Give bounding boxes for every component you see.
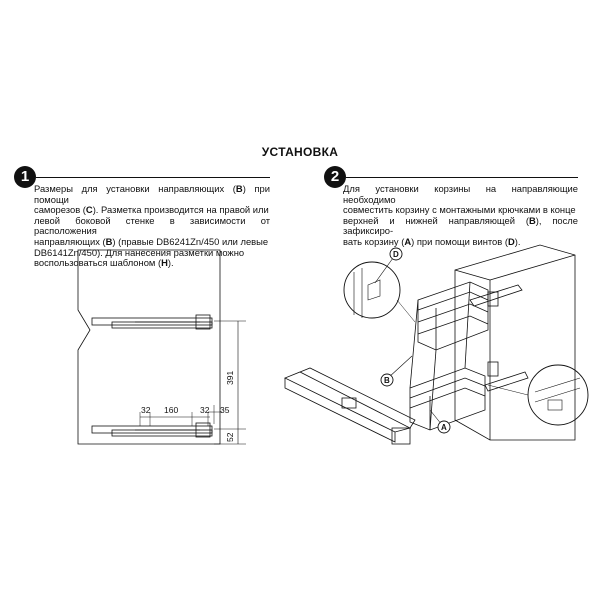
dimension-52: 52 (225, 432, 235, 442)
step-1-line-1: Размеры для установки направляющих (B) п… (34, 183, 270, 205)
step-2-badge: 2 (324, 166, 346, 188)
step-1-text: Размеры для установки направляющих (B) п… (34, 183, 270, 269)
step-1-line-6: воспользоваться шаблоном (H). (34, 257, 174, 269)
step-1-line-5: DB6141Zn/450). Для нанесения разметки мо… (34, 246, 245, 258)
side-wall-drawing (77, 249, 246, 445)
step-2-underline (346, 177, 578, 178)
dimension-32-left: 32 (141, 405, 151, 415)
step-1-line-3: левой боковой стенке в зависимости от ра… (34, 214, 270, 237)
callout-d: D (393, 250, 399, 259)
page-title: УСТАНОВКА (261, 145, 339, 159)
step-1-badge: 1 (14, 166, 36, 188)
step-2-text: Для установки корзины на направляющие не… (343, 183, 578, 248)
step-1-line-4: направляющих (B) (правые DB6241Zn/450 ил… (34, 235, 269, 247)
callout-a-marker (437, 420, 451, 434)
basket-assembly-drawing (284, 244, 589, 445)
step-2-line-4: вать корзину (A) при помощи винтов (D). (343, 235, 521, 247)
dimension-160: 160 (164, 405, 178, 415)
dimension-32-right: 32 (200, 405, 210, 415)
step-2-line-2: совместить корзину с монтажными крючками… (343, 204, 576, 216)
callout-b: B (384, 376, 390, 385)
step-1-line-2: саморезов (C). Разметка производится на … (34, 204, 269, 216)
dimension-35: 35 (220, 405, 230, 415)
step-2-line-1: Для установки корзины на направляющие не… (343, 183, 578, 205)
callout-b-marker (380, 373, 394, 387)
dimension-391: 391 (225, 371, 235, 385)
callout-d-marker (389, 247, 403, 261)
step-2-line-3: верхней и нижней направляющей (B), после… (343, 214, 578, 237)
step-1-underline (36, 177, 270, 178)
callout-a: A (441, 423, 447, 432)
